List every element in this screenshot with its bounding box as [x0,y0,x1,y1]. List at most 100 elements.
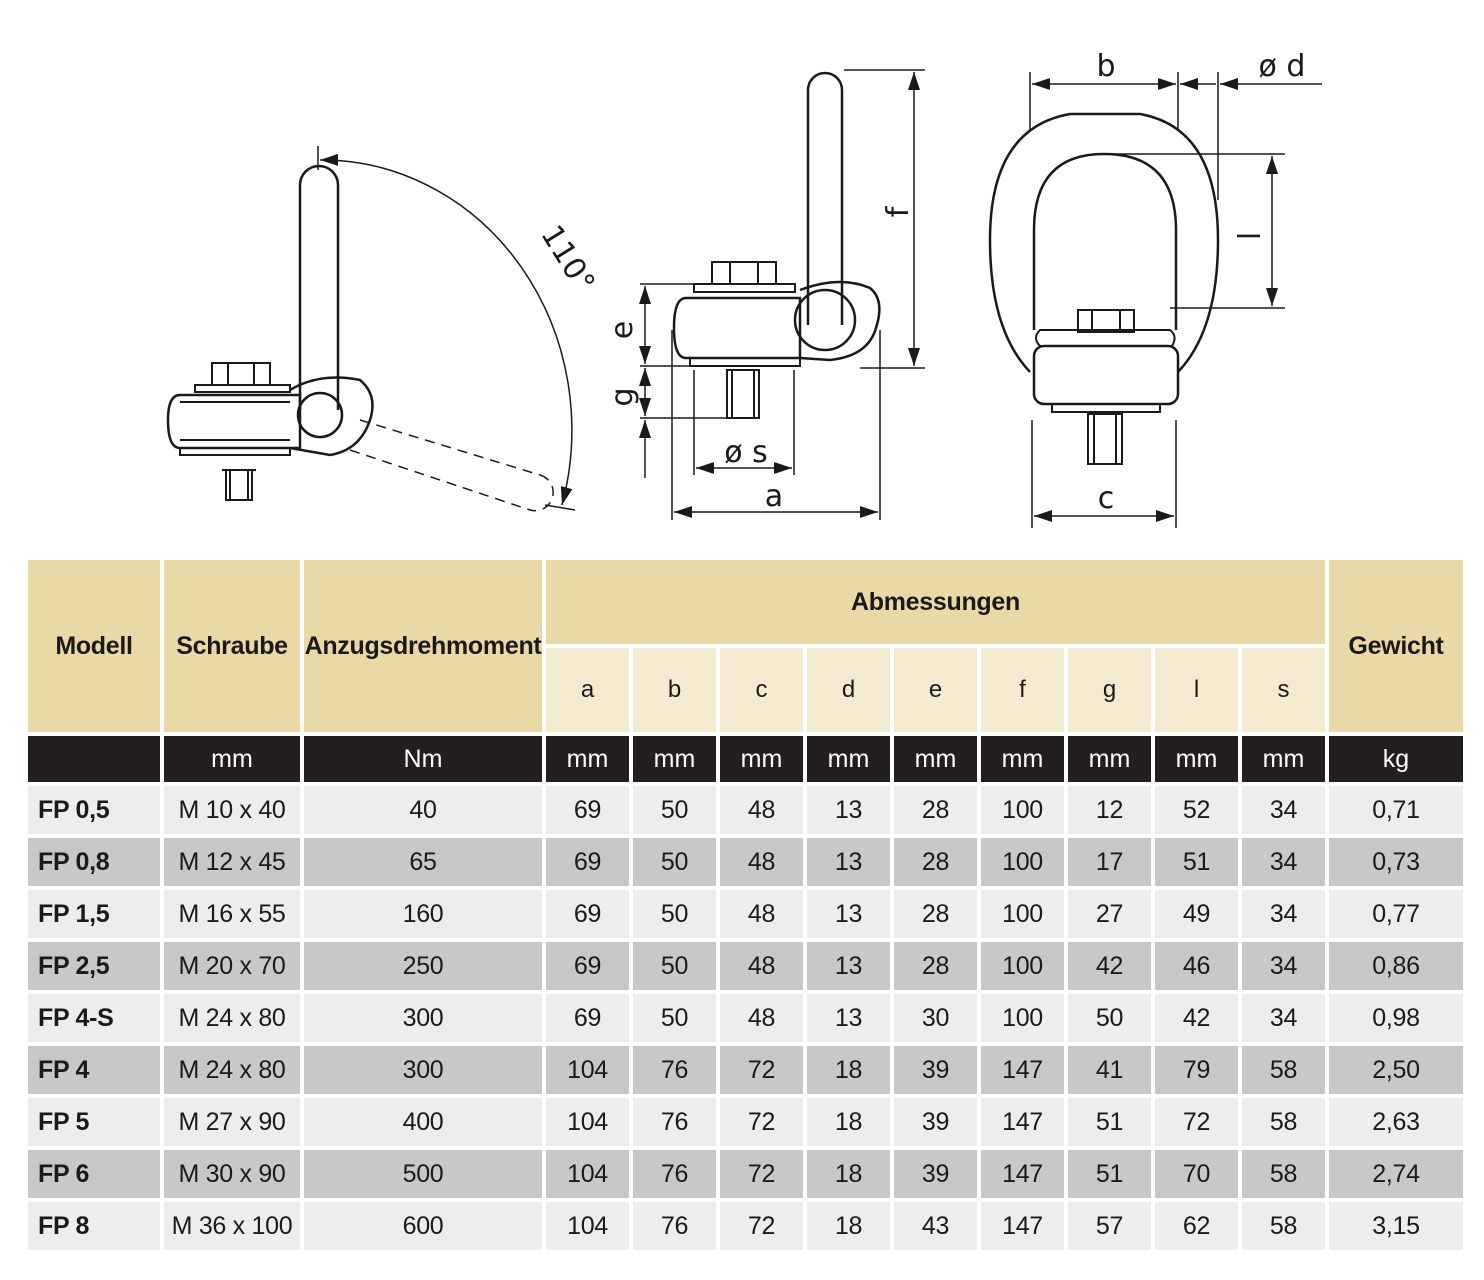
value-cell: 100 [981,994,1064,1042]
value-cell: 58 [1242,1046,1325,1094]
value-cell: 76 [633,1046,716,1094]
value-cell: 2,50 [1329,1046,1463,1094]
value-cell: 100 [981,838,1064,886]
value-cell: 42 [1068,942,1151,990]
dim-label-e: e [605,321,640,339]
value-cell: 0,71 [1329,786,1463,834]
value-cell: 46 [1155,942,1238,990]
unit-cell: mm [164,736,300,782]
value-cell: 104 [546,1150,629,1198]
header-anzugsdrehmoment: Anzugsdrehmoment [304,560,542,732]
unit-cell: mm [807,736,890,782]
model-cell: FP 1,5 [28,890,160,938]
value-cell: M 30 x 90 [164,1150,300,1198]
header-dim-d: d [807,648,890,732]
value-cell: 147 [981,1150,1064,1198]
dim-label-c: c [1098,481,1115,516]
value-cell: 72 [720,1098,803,1146]
model-cell: FP 4 [28,1046,160,1094]
value-cell: M 10 x 40 [164,786,300,834]
value-cell: 0,86 [1329,942,1463,990]
model-cell: FP 0,8 [28,838,160,886]
header-abmessungen: Abmessungen [546,560,1325,644]
unit-cell: mm [1068,736,1151,782]
value-cell: 58 [1242,1202,1325,1250]
value-cell: 76 [633,1098,716,1146]
unit-cell: mm [633,736,716,782]
value-cell: 18 [807,1202,890,1250]
value-cell: 2,63 [1329,1098,1463,1146]
value-cell: 28 [894,838,977,886]
model-cell: FP 5 [28,1098,160,1146]
value-cell: 72 [720,1202,803,1250]
value-cell: 18 [807,1150,890,1198]
header-dim-g: g [1068,648,1151,732]
value-cell: 72 [1155,1098,1238,1146]
unit-cell: mm [1242,736,1325,782]
value-cell: 13 [807,942,890,990]
value-cell: 34 [1242,994,1325,1042]
value-cell: M 12 x 45 [164,838,300,886]
value-cell: 0,73 [1329,838,1463,886]
angle-label: 110° [533,219,601,299]
value-cell: M 24 x 80 [164,1046,300,1094]
header-dim-l: l [1155,648,1238,732]
value-cell: 40 [304,786,542,834]
value-cell: 160 [304,890,542,938]
model-cell: FP 4-S [28,994,160,1042]
unit-cell [28,736,160,782]
value-cell: 48 [720,786,803,834]
value-cell: 50 [633,786,716,834]
value-cell: 50 [633,838,716,886]
dim-label-s: ø s [724,435,768,470]
value-cell: 100 [981,786,1064,834]
value-cell: 79 [1155,1046,1238,1094]
value-cell: 48 [720,890,803,938]
value-cell: 28 [894,942,977,990]
header-modell: Modell [28,560,160,732]
model-cell: FP 8 [28,1202,160,1250]
value-cell: 100 [981,942,1064,990]
value-cell: 50 [633,994,716,1042]
dim-label-b: b [1096,49,1115,84]
value-cell: 34 [1242,890,1325,938]
value-cell: 69 [546,942,629,990]
value-cell: 300 [304,994,542,1042]
value-cell: 100 [981,890,1064,938]
value-cell: M 24 x 80 [164,994,300,1042]
value-cell: 72 [720,1150,803,1198]
model-cell: FP 6 [28,1150,160,1198]
value-cell: 0,77 [1329,890,1463,938]
value-cell: 76 [633,1150,716,1198]
value-cell: 104 [546,1098,629,1146]
model-cell: FP 0,5 [28,786,160,834]
dim-label-a: a [765,479,783,514]
side-view-swivel [166,146,576,512]
value-cell: 28 [894,786,977,834]
technical-drawings: 110° [0,0,1484,548]
value-cell: 30 [894,994,977,1042]
value-cell: 69 [546,838,629,886]
dim-label-g: g [605,387,640,406]
dim-label-f: f [881,205,916,217]
value-cell: 50 [633,942,716,990]
value-cell: 3,15 [1329,1202,1463,1250]
value-cell: 13 [807,994,890,1042]
value-cell: 39 [894,1046,977,1094]
unit-cell: Nm [304,736,542,782]
value-cell: 51 [1068,1150,1151,1198]
value-cell: 27 [1068,890,1151,938]
value-cell: 69 [546,786,629,834]
value-cell: 28 [894,890,977,938]
value-cell: 43 [894,1202,977,1250]
header-dim-f: f [981,648,1064,732]
value-cell: 500 [304,1150,542,1198]
value-cell: 69 [546,994,629,1042]
value-cell: 147 [981,1202,1064,1250]
